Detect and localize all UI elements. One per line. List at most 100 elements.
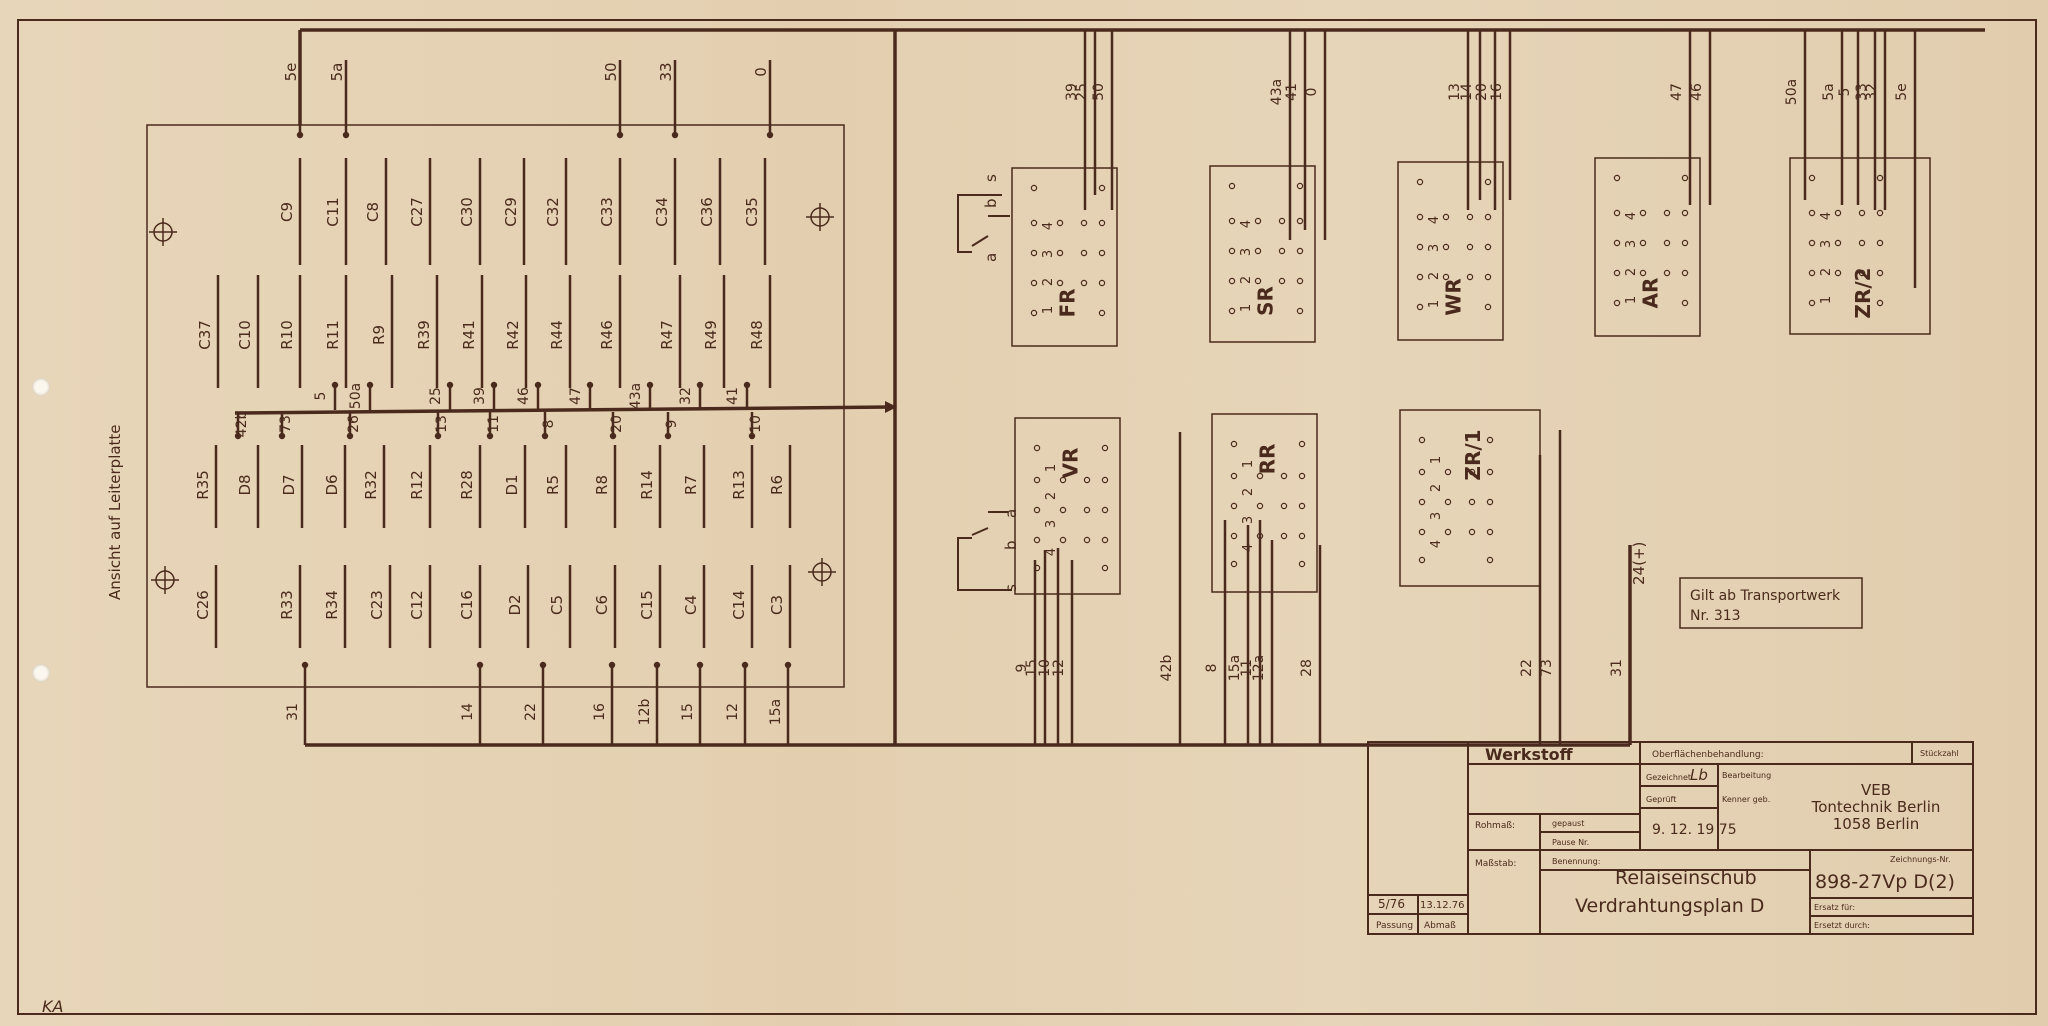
relay-wire-label: 43a: [1269, 79, 1285, 105]
relay-name: SR: [1254, 286, 1278, 316]
component-label: R11: [324, 320, 342, 350]
relay-name: VR: [1059, 448, 1083, 479]
bus-tap-label: 13: [434, 415, 450, 433]
bottom-terminal-label: 12b: [637, 699, 653, 726]
relay-pin-number: 1: [1624, 296, 1639, 304]
component-label: R14: [638, 470, 656, 500]
label-werkstoff: Werkstoff: [1485, 745, 1574, 764]
capacitor-label: C30: [458, 197, 476, 227]
relay-pin-number: 2: [1429, 484, 1444, 492]
relay-wire-label: 12a: [1251, 655, 1267, 681]
contact-a-upper: a: [982, 253, 1000, 262]
label-oberflaeche: Oberflächenbehandlung:: [1652, 750, 1764, 760]
board-title: Ansicht auf Leiterplatte: [106, 424, 124, 600]
relay-name: RR: [1256, 444, 1280, 475]
relay-wire-label: 15a: [1227, 655, 1243, 681]
relay-wire-label: 50a: [1784, 79, 1800, 105]
component-label: R12: [408, 470, 426, 500]
relay-wire-label: 50: [1091, 83, 1107, 101]
sheet-border: [17, 19, 2037, 1015]
relay-pin-number: 4: [1819, 212, 1834, 220]
top-terminal-label: 50: [602, 62, 620, 81]
bottom-terminal-label: 12: [725, 703, 741, 721]
label-zeichnungsnr: Zeichnungs-Nr.: [1890, 855, 1951, 864]
relay-pin-number: 3: [1044, 520, 1059, 528]
component-label: D7: [280, 474, 298, 495]
relay-wire-label: 22: [1519, 659, 1535, 677]
component-label: R42: [504, 320, 522, 350]
component-label: C14: [730, 590, 748, 620]
component-label: C4: [682, 595, 700, 615]
relay-wire-label: 47: [1669, 83, 1685, 101]
capacitor-label: C32: [544, 197, 562, 227]
capacitor-label: C8: [364, 202, 382, 222]
label-ersatz-fuer: Ersatz für:: [1814, 903, 1855, 912]
relay-wire-label: 12: [1051, 659, 1067, 677]
bus-tap-label: 73: [278, 415, 294, 433]
relay-pin-number: 2: [1044, 492, 1059, 500]
relay-pin-number: 4: [1624, 212, 1639, 220]
validity-note-box: [1679, 577, 1863, 629]
relay-pin-number: 2: [1819, 268, 1834, 276]
relay-wire-label: 46: [1689, 83, 1705, 101]
component-label: R5: [544, 475, 562, 495]
component-label: R48: [748, 320, 766, 350]
capacitor-label: C33: [598, 197, 616, 227]
component-label: C6: [593, 595, 611, 615]
capacitor-label: C34: [653, 197, 671, 227]
bus-tap-label: 50a: [348, 383, 364, 409]
component-label: R41: [460, 320, 478, 350]
relay-pin-number: 4: [1044, 548, 1059, 556]
component-label: R33: [278, 590, 296, 620]
component-label: C12: [408, 590, 426, 620]
relay-frame: [1211, 413, 1318, 593]
component-label: R7: [682, 475, 700, 495]
relay-pin-number: 3: [1241, 516, 1256, 524]
bus-tap-label: 11: [486, 415, 502, 433]
component-label: C3: [768, 595, 786, 615]
capacitor-label: C27: [408, 197, 426, 227]
contact-switch-upper: [957, 194, 1010, 253]
relay-wire-label: 31: [1609, 659, 1625, 677]
top-terminal-label: 5a: [328, 63, 346, 82]
component-label: D1: [503, 474, 521, 495]
validity-note-line2: Nr. 313: [1690, 608, 1741, 624]
top-terminal-label: 0: [752, 67, 770, 77]
label-pause-nr: Pause Nr.: [1552, 838, 1589, 847]
component-label: R35: [194, 470, 212, 500]
capacitor-label: C11: [324, 197, 342, 227]
bus-tap-label: 41: [725, 387, 741, 405]
relay-wire-label: 13: [1447, 83, 1463, 101]
relay-wire-label: 5a: [1821, 83, 1837, 101]
bottom-terminal-label: 22: [523, 703, 539, 721]
label-gezeichnet: Gezeichnet: [1646, 773, 1691, 782]
mounting-holes: [149, 203, 836, 594]
component-label: C5: [548, 595, 566, 615]
contact-b-lower: b: [1002, 540, 1020, 550]
drawing-name-line1: Relaiseinschub: [1615, 867, 1757, 889]
relay-frame: [1011, 167, 1118, 347]
relay-wire-label: 14: [1459, 83, 1475, 101]
component-label: C26: [194, 590, 212, 620]
relay-pin-number: 1: [1044, 464, 1059, 472]
drawing-name-line2: Verdrahtungsplan D: [1575, 895, 1764, 917]
revision-date: 13.12.76: [1420, 900, 1465, 911]
component-label: D6: [323, 474, 341, 495]
corner-mark: KA: [42, 997, 63, 1016]
contact-s-lower: s: [1002, 584, 1020, 592]
relay-wire-label: 42b: [1159, 655, 1175, 682]
revision-code: 5/76: [1378, 897, 1405, 911]
pcb-outline: [146, 124, 845, 688]
relay-pin-number: 3: [1624, 240, 1639, 248]
capacitor-label: C9: [278, 202, 296, 222]
bus-tap-label: 32: [678, 387, 694, 405]
relay-wire-label: 9: [1014, 664, 1030, 673]
relay-pin-number: 2: [1041, 278, 1056, 286]
relay-wire-label: 25: [1074, 83, 1090, 101]
relay-frame: [1594, 157, 1701, 337]
component-label: R39: [415, 320, 433, 350]
bus-tap-label: 47: [568, 387, 584, 405]
component-label: C15: [638, 590, 656, 620]
